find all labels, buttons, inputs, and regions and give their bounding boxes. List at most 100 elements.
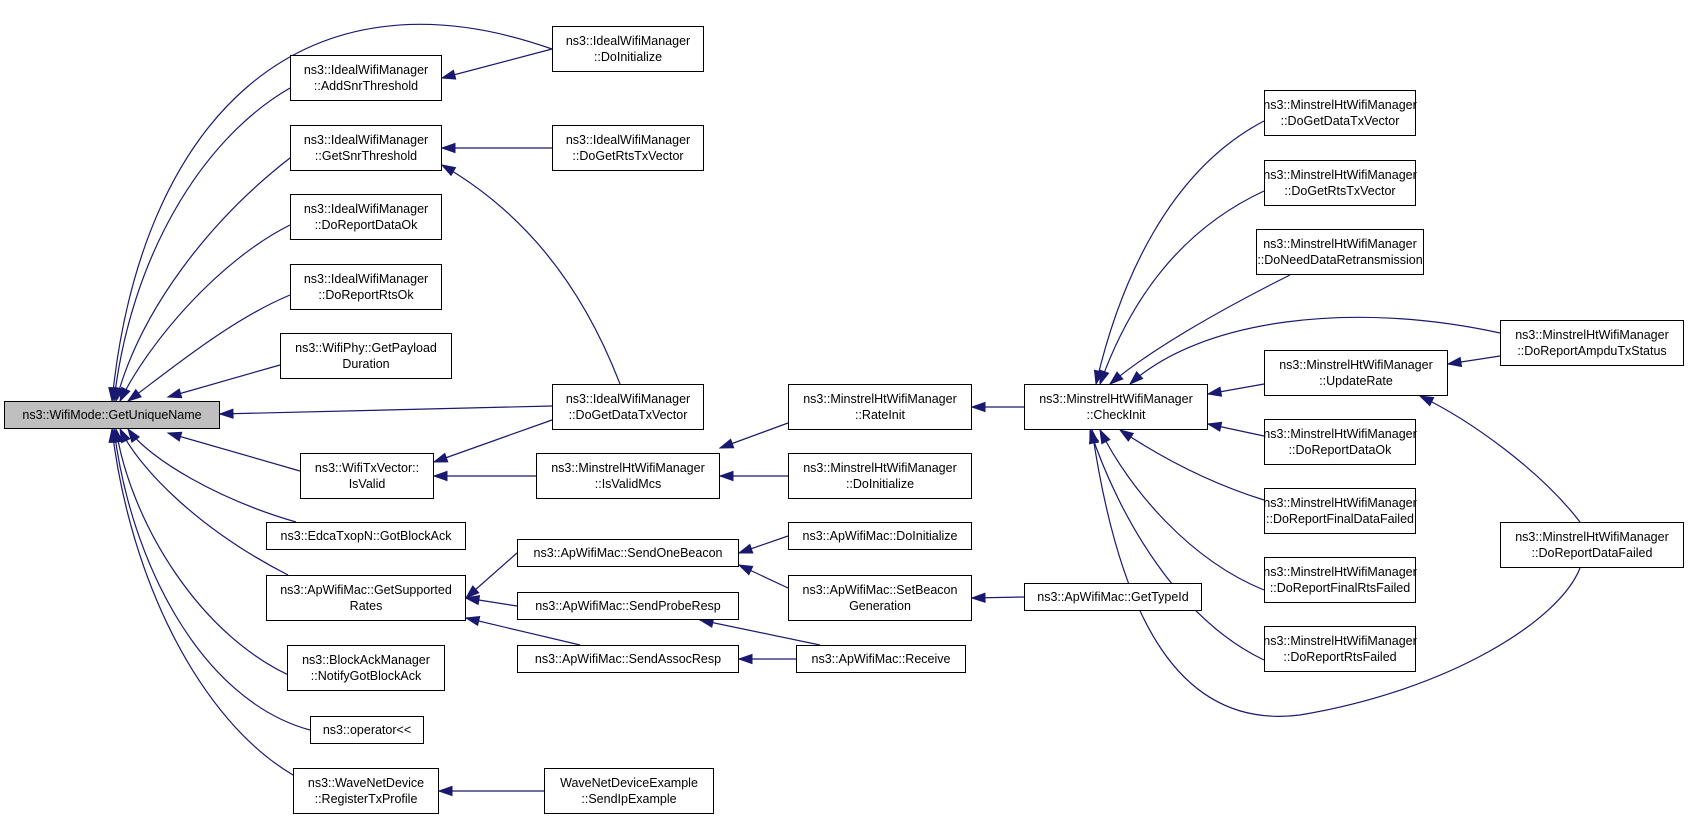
node-wave-sendipexample[interactable]: WaveNetDeviceExample ::SendIpExample xyxy=(544,768,714,814)
node-label: ::IsValidMcs xyxy=(594,477,662,491)
node-minstrel-doreportampdutxstatus[interactable]: ns3::MinstrelHtWifiManager ::DoReportAmp… xyxy=(1500,320,1684,366)
node-label: ns3::WifiPhy::GetPayload xyxy=(295,341,437,355)
node-minstrel-rateinit[interactable]: ns3::MinstrelHtWifiManager ::RateInit xyxy=(788,384,972,430)
node-label: Generation xyxy=(849,599,911,613)
node-label: ::DoGetRtsTxVector xyxy=(1284,184,1396,198)
edge-arrowhead xyxy=(440,69,457,80)
node-ideal-doreportrtsok[interactable]: ns3::IdealWifiManager ::DoReportRtsOk xyxy=(290,264,442,310)
edge-arrowhead xyxy=(432,470,448,482)
edge-arrowhead xyxy=(1099,428,1111,445)
node-minstrel-dogetrtstxvector[interactable]: ns3::MinstrelHtWifiManager ::DoGetRtsTxV… xyxy=(1263,160,1417,206)
node-minstrel-doreportfinaldatafailed[interactable]: ns3::MinstrelHtWifiManager ::DoReportFin… xyxy=(1263,488,1417,534)
edge-ap_receive-to-ap_sendproberesp xyxy=(699,619,821,646)
node-blockack-notifygotblockack[interactable]: ns3::BlockAckManager ::NotifyGotBlockAck xyxy=(287,645,445,691)
node-label: ::CheckInit xyxy=(1086,408,1146,422)
edge-operator_out-to-get_unique_name xyxy=(113,428,311,731)
node-label: ns3::EdcaTxopN::GotBlockAck xyxy=(280,529,452,543)
edge-arrowhead xyxy=(464,585,480,600)
edge-arrowhead xyxy=(127,427,141,444)
node-txvector-isvalid[interactable]: ns3::WifiTxVector:: IsValid xyxy=(300,453,434,499)
node-minstrel-checkinit[interactable]: ns3::MinstrelHtWifiManager ::CheckInit xyxy=(1024,384,1208,430)
node-label: ns3::MinstrelHtWifiManager xyxy=(1263,168,1417,182)
node-minstrel-doreportrtsfailed[interactable]: ns3::MinstrelHtWifiManager ::DoReportRts… xyxy=(1263,626,1417,672)
node-label: ns3::MinstrelHtWifiManager xyxy=(803,461,957,475)
node-label: Rates xyxy=(349,599,383,613)
edge-arrowhead xyxy=(1446,356,1463,368)
node-label: ::DoInitialize xyxy=(845,477,915,491)
node-minstrel-doreportfinalrtsfailed[interactable]: ns3::MinstrelHtWifiManager ::DoReportFin… xyxy=(1263,557,1417,603)
node-label: ns3::IdealWifiManager xyxy=(303,202,429,216)
edge-arrowhead xyxy=(737,564,754,576)
node-label: ns3::MinstrelHtWifiManager xyxy=(1515,328,1669,342)
node-label: ns3::ApWifiMac::SendAssocResp xyxy=(534,652,722,666)
node-ap-sendproberesp[interactable]: ns3::ApWifiMac::SendProbeResp xyxy=(517,592,739,620)
node-label: ns3::ApWifiMac::DoInitialize xyxy=(802,529,958,543)
node-get-unique-name[interactable]: ns3::WifiMode::GetUniqueName xyxy=(4,401,220,429)
edge-ideal_getsnr-to-get_unique_name xyxy=(115,157,291,402)
node-label: ::NotifyGotBlockAck xyxy=(310,669,422,683)
edge-minstrel_finalrtsfailed-to-minstrel_checkinit xyxy=(1099,429,1265,591)
node-ap-gettypeid[interactable]: ns3::ApWifiMac::GetTypeId xyxy=(1024,583,1202,611)
node-label: ns3::operator<< xyxy=(322,723,412,737)
node-label: ns3::MinstrelHtWifiManager xyxy=(1263,98,1417,112)
edge-arrowhead xyxy=(108,427,119,444)
edge-arrowhead xyxy=(970,401,986,413)
edge-minstrel_datafailed-to-minstrel_checkinit xyxy=(1091,429,1581,717)
node-ideal-getsnrthreshold[interactable]: ns3::IdealWifiManager ::GetSnrThreshold xyxy=(290,125,442,171)
node-label: ::DoReportRtsOk xyxy=(318,288,414,302)
node-minstrel-doreportdataok[interactable]: ns3::MinstrelHtWifiManager ::DoReportDat… xyxy=(1263,419,1417,465)
node-label: ns3::IdealWifiManager xyxy=(565,133,691,147)
node-ideal-dogetdatatxvector[interactable]: ns3::IdealWifiManager ::DoGetDataTxVecto… xyxy=(552,384,704,430)
edge-arrowhead xyxy=(1099,369,1110,386)
node-minstrel-dogetdatatxvector[interactable]: ns3::MinstrelHtWifiManager ::DoGetDataTx… xyxy=(1263,90,1417,136)
node-ideal-addsnrthreshold[interactable]: ns3::IdealWifiManager ::AddSnrThreshold xyxy=(290,55,442,101)
node-minstrel-isvalidmcs[interactable]: ns3::MinstrelHtWifiManager ::IsValidMcs xyxy=(536,453,720,499)
node-label: ::DoNeedDataRetransmission xyxy=(1257,253,1423,267)
node-minstrel-doreportdatafailed[interactable]: ns3::MinstrelHtWifiManager ::DoReportDat… xyxy=(1500,522,1684,568)
node-ideal-doreportdataok[interactable]: ns3::IdealWifiManager ::DoReportDataOk xyxy=(290,194,442,240)
node-label: ::DoGetRtsTxVector xyxy=(572,149,684,163)
edge-arrowhead xyxy=(126,388,142,402)
node-edca-gotblockack[interactable]: ns3::EdcaTxopN::GotBlockAck xyxy=(266,522,466,550)
edge-arrowhead xyxy=(218,408,234,419)
node-ideal-dogetrtstxvector[interactable]: ns3::IdealWifiManager ::DoGetRtsTxVector xyxy=(552,125,704,171)
node-label: ns3::WaveNetDevice xyxy=(307,776,425,790)
node-ap-doinitialize[interactable]: ns3::ApWifiMac::DoInitialize xyxy=(788,522,972,550)
edge-minstrel_needretx-to-minstrel_checkinit xyxy=(1109,274,1291,385)
node-ideal-doinitialize[interactable]: ns3::IdealWifiManager ::DoInitialize xyxy=(552,26,704,72)
node-label: ::GetSnrThreshold xyxy=(314,149,418,163)
node-label: ns3::MinstrelHtWifiManager xyxy=(1263,634,1417,648)
edge-arrowhead xyxy=(718,438,735,449)
node-label: ::RegisterTxProfile xyxy=(314,792,418,806)
node-label: ::DoInitialize xyxy=(593,50,663,64)
node-ap-sendassocresp[interactable]: ns3::ApWifiMac::SendAssocResp xyxy=(517,645,739,673)
node-label: ns3::ApWifiMac::GetSupported xyxy=(280,583,452,597)
node-label: ::DoGetDataTxVector xyxy=(568,408,688,422)
node-ap-getsupportedrates[interactable]: ns3::ApWifiMac::GetSupported Rates xyxy=(266,575,466,621)
node-phy-getpayloadduration[interactable]: ns3::WifiPhy::GetPayload Duration xyxy=(280,333,452,379)
node-label: ns3::MinstrelHtWifiManager xyxy=(1263,496,1417,510)
node-label: ::AddSnrThreshold xyxy=(313,79,419,93)
node-label: ns3::MinstrelHtWifiManager xyxy=(551,461,705,475)
node-operator-output[interactable]: ns3::operator<< xyxy=(310,716,424,744)
node-ap-sendonebeacon[interactable]: ns3::ApWifiMac::SendOneBeacon xyxy=(517,539,739,567)
edge-minstrel_rtstx-to-minstrel_checkinit xyxy=(1099,190,1265,385)
edge-minstrel_finaldatafailed-to-minstrel_checkinit xyxy=(1119,429,1265,501)
node-label: ::DoReportFinalRtsFailed xyxy=(1269,581,1411,595)
edge-edca_gotblockack-to-get_unique_name xyxy=(127,428,297,523)
node-ap-receive[interactable]: ns3::ApWifiMac::Receive xyxy=(796,645,966,673)
node-label: IsValid xyxy=(348,477,386,491)
node-wave-registertxprofile[interactable]: ns3::WaveNetDevice ::RegisterTxProfile xyxy=(293,768,439,814)
edge-ideal_datatx-to-ideal_getsnr xyxy=(441,164,621,385)
edge-arrowhead xyxy=(1418,395,1435,407)
node-label: Duration xyxy=(342,357,390,371)
node-label: ::RateInit xyxy=(854,408,906,422)
edge-ideal_reportrtsok-to-get_unique_name xyxy=(127,294,291,402)
node-minstrel-doinitialize[interactable]: ns3::MinstrelHtWifiManager ::DoInitializ… xyxy=(788,453,972,499)
edge-wave_register-to-get_unique_name xyxy=(111,428,294,776)
node-ap-setbeacongeneration[interactable]: ns3::ApWifiMac::SetBeacon Generation xyxy=(788,575,972,621)
edge-ap_sendassocresp-to-ap_getsupported xyxy=(465,617,581,646)
node-minstrel-doneeddataretransmission[interactable]: ns3::MinstrelHtWifiManager ::DoNeedDataR… xyxy=(1256,229,1424,275)
node-minstrel-updaterate[interactable]: ns3::MinstrelHtWifiManager ::UpdateRate xyxy=(1264,350,1448,396)
